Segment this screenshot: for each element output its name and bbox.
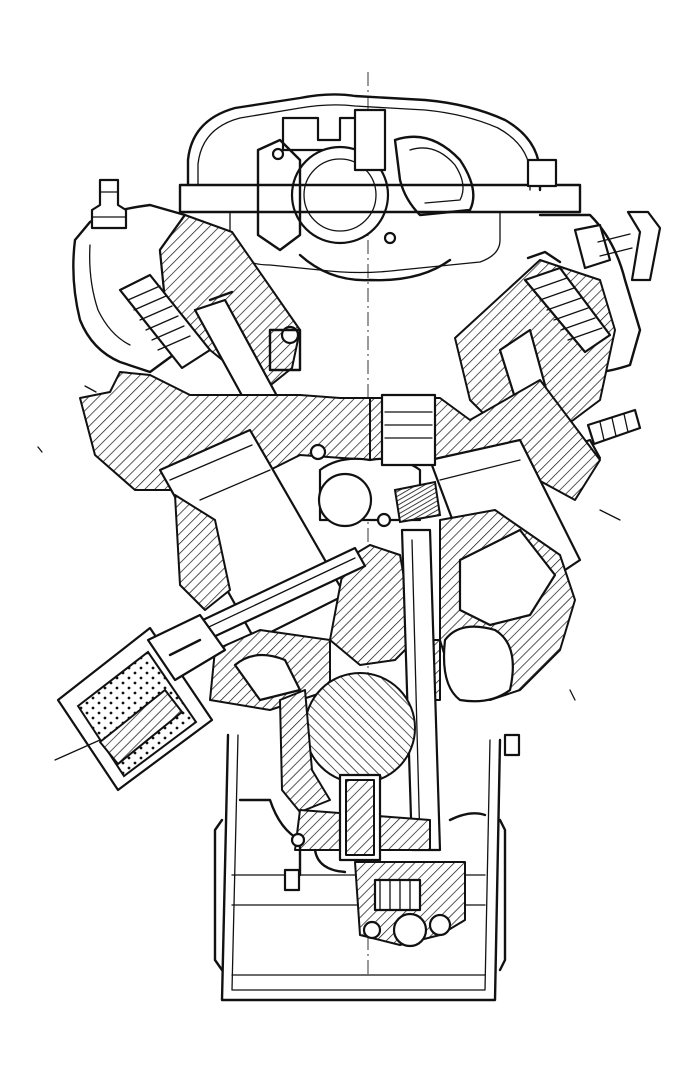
left-spark-plug <box>90 178 128 230</box>
oil-pump <box>354 861 466 948</box>
crankshaft <box>279 672 431 862</box>
intake-manifold <box>178 93 582 282</box>
camshaft <box>317 472 373 528</box>
piston-rings <box>393 480 442 524</box>
block-bolts <box>283 733 521 892</box>
leader-lines <box>37 385 621 701</box>
oil-filter <box>54 613 227 792</box>
engine-block <box>79 371 601 711</box>
connecting-rod <box>400 528 442 852</box>
